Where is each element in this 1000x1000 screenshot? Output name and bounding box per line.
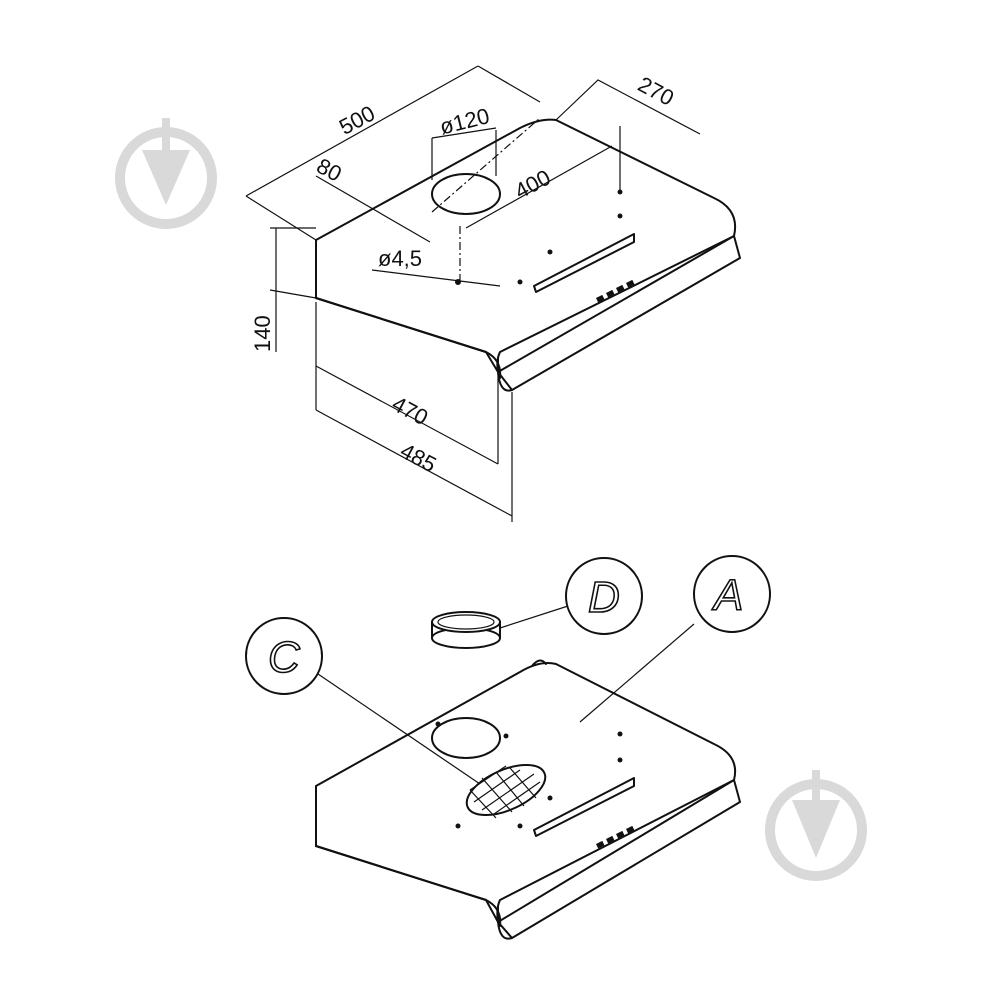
dim-height-label: 140 xyxy=(250,315,275,352)
hood-front-rim-bottom xyxy=(497,779,741,940)
callout-a-label: A xyxy=(711,571,743,620)
callout-d-label: D xyxy=(588,573,620,622)
vent-grille-bottom xyxy=(533,777,635,837)
watermark-bottom-icon xyxy=(765,770,867,881)
watermark-top-icon xyxy=(115,118,217,229)
callout-c: C xyxy=(245,617,323,695)
dim-outer-width-label: 485 xyxy=(396,438,440,477)
hood-front-rim xyxy=(497,235,741,392)
control-buttons xyxy=(596,279,635,303)
outlet-opening xyxy=(431,173,501,215)
callout-a: A xyxy=(693,555,771,633)
outlet-ring xyxy=(431,611,501,649)
dim-depth-label: 270 xyxy=(634,71,678,110)
vent-grille xyxy=(533,233,635,293)
dim-width-label: 500 xyxy=(335,100,379,139)
dim-screw-label: ø4,5 xyxy=(378,246,422,271)
outlet-opening-bottom xyxy=(431,717,501,759)
callout-c-label: C xyxy=(268,633,301,682)
control-buttons-bottom xyxy=(595,825,635,849)
hood-top-surface xyxy=(315,118,736,373)
hood-dimension-view: 500 270 ø120 400 80 ø4,5 140 470 485 xyxy=(245,65,741,522)
callout-d: D xyxy=(565,557,643,635)
dim-offset-label: 80 xyxy=(312,153,345,187)
hood-exploded-view: D A C xyxy=(245,555,771,940)
dim-outlet-label: ø120 xyxy=(437,103,492,139)
grease-filter xyxy=(465,763,547,819)
